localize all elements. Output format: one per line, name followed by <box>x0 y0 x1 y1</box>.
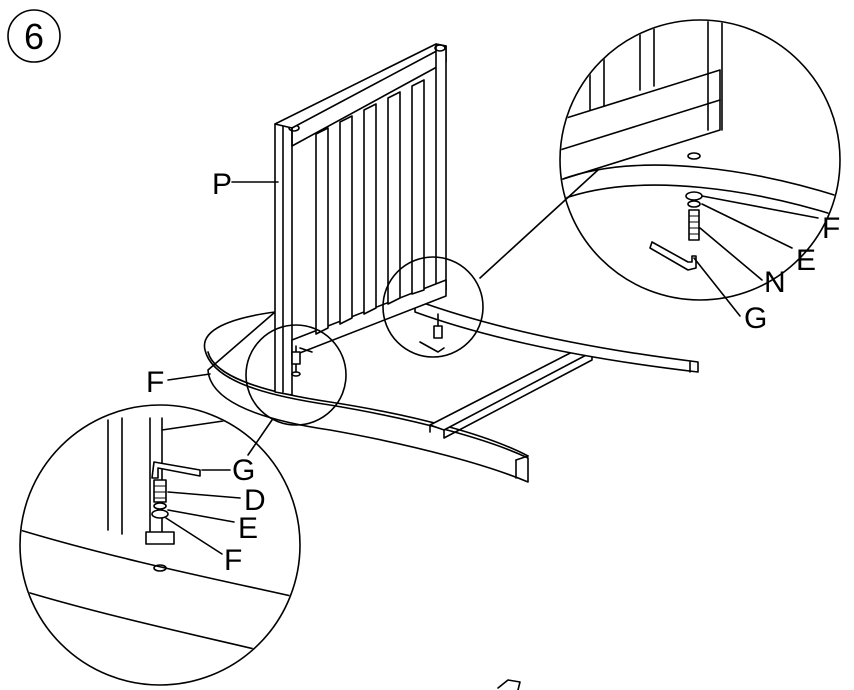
detail-left-label-d: D <box>244 484 266 517</box>
detail-base-rail-lower <box>21 589 299 661</box>
detail-hole <box>687 152 701 160</box>
allen-key-icon <box>419 341 445 353</box>
leader-e <box>701 203 793 249</box>
detail-right-label-n: N <box>764 266 786 299</box>
bolt-thread <box>689 215 699 235</box>
detail-left-label-f: F <box>224 544 242 577</box>
detail-left: G D E F <box>19 404 301 686</box>
zoom-connector-left <box>247 419 273 456</box>
slat <box>339 115 353 325</box>
detail-base-rail <box>561 164 839 201</box>
detail-left-label-g: G <box>232 454 255 487</box>
detail-post <box>707 21 723 131</box>
leader-g <box>693 257 741 317</box>
washer-icon <box>685 191 703 201</box>
detail-right: F E N G <box>559 19 841 335</box>
allen-key-icon <box>649 241 697 271</box>
bolt-icon <box>291 351 301 365</box>
detail-post <box>107 417 163 541</box>
step-badge: 6 <box>7 9 61 63</box>
allen-key-icon <box>299 347 313 353</box>
detail-left-circle <box>19 404 301 686</box>
leader-n <box>699 227 763 281</box>
side-panel <box>274 43 447 396</box>
leader-d <box>167 491 241 499</box>
label-p: P <box>212 168 279 201</box>
detail-right-label-f: F <box>822 212 840 245</box>
detail-top-edge <box>161 419 231 431</box>
front-rail-edge <box>207 351 529 457</box>
leader-f <box>701 195 819 219</box>
hardware-left <box>291 345 313 377</box>
detail-base-rail-lower <box>561 184 839 221</box>
hardware-right <box>419 313 445 353</box>
label-f-main: F <box>146 366 211 399</box>
slat <box>387 91 401 305</box>
detail-right-circle <box>559 19 841 301</box>
detail-hole <box>153 564 167 572</box>
detail-left-label-e: E <box>238 512 258 545</box>
slat <box>411 79 425 295</box>
slats <box>315 79 425 335</box>
step-badge-circle <box>7 9 61 63</box>
leader-f <box>165 517 223 555</box>
bolt-icon <box>433 325 443 339</box>
detail-rail <box>561 69 721 181</box>
cross-bar-top <box>429 347 593 431</box>
detail-right-label-g: G <box>744 302 767 335</box>
leader-e <box>167 509 235 523</box>
washer-icon <box>153 502 167 510</box>
washer-icon <box>687 200 701 208</box>
front-rail-end-top <box>515 455 529 461</box>
step-number: 6 <box>24 16 44 57</box>
zoom-connector-right <box>479 169 599 279</box>
label-p-text: P <box>212 168 232 201</box>
detail-right-label-e: E <box>796 244 816 277</box>
cross-bar <box>429 347 593 439</box>
washer-icon <box>151 509 169 519</box>
detail-base-rail <box>21 529 299 599</box>
detail-rail-edge <box>561 99 721 151</box>
zoom-marker-right <box>382 256 484 358</box>
zoom-marker-left <box>245 324 347 426</box>
bolt-thread <box>154 485 166 499</box>
right-post <box>435 43 447 291</box>
bolt-icon <box>688 209 700 241</box>
page-mark-icon <box>497 679 521 690</box>
cross-bar-side <box>443 351 593 439</box>
label-f-text: F <box>146 366 164 399</box>
slat <box>315 127 329 335</box>
base-rail-back <box>414 299 699 373</box>
plate-icon <box>145 531 175 545</box>
slat <box>363 103 377 315</box>
label-f-leader <box>167 373 211 381</box>
right-post-dowel <box>434 44 446 52</box>
back-rail-body <box>414 299 699 373</box>
allen-key-icon <box>151 461 201 479</box>
washer-icon <box>291 371 301 377</box>
bolt-icon <box>153 479 167 503</box>
